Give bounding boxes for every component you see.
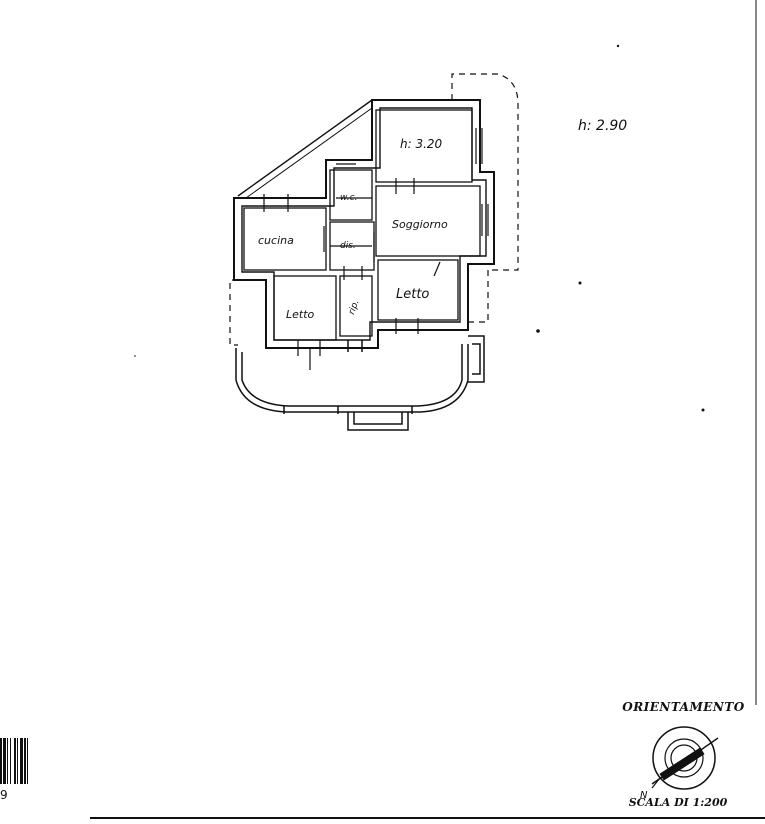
scan-dots <box>134 44 705 412</box>
barcode-number: 9 <box>0 788 8 802</box>
barcode-bar <box>7 738 8 784</box>
barcode-bar <box>0 738 2 784</box>
outer-walls <box>233 99 495 349</box>
dis-label: dis. <box>340 241 356 251</box>
barcode-icon <box>0 738 28 784</box>
barcode-bar <box>10 738 11 784</box>
soggiorno-label: Soggiorno <box>392 218 448 231</box>
north-mark: N <box>640 790 648 801</box>
barcode-bar <box>17 738 18 784</box>
letto-right-label: Letto <box>396 287 429 302</box>
barcode-bar <box>24 738 26 784</box>
rip-label: rip. <box>347 299 361 316</box>
letto-left-label: Letto <box>286 308 315 321</box>
compass-icon <box>651 726 719 790</box>
cucina-label: cucina <box>258 234 294 247</box>
barcode-bar <box>20 738 23 784</box>
scale-label: SCALA DI 1:200 <box>628 796 728 809</box>
barcode-bar <box>3 738 6 784</box>
barcode-bar <box>27 738 28 784</box>
barcode-bar <box>14 738 16 784</box>
wc-label: w.c. <box>340 193 357 203</box>
dashed-boundary <box>229 73 519 346</box>
orientation-title: ORIENTAMENTO <box>622 700 745 714</box>
balcony <box>235 335 485 431</box>
height-label-room: h: 3.20 <box>400 137 443 151</box>
height-label-main: h: 2.90 <box>578 118 627 134</box>
openings <box>263 128 489 370</box>
